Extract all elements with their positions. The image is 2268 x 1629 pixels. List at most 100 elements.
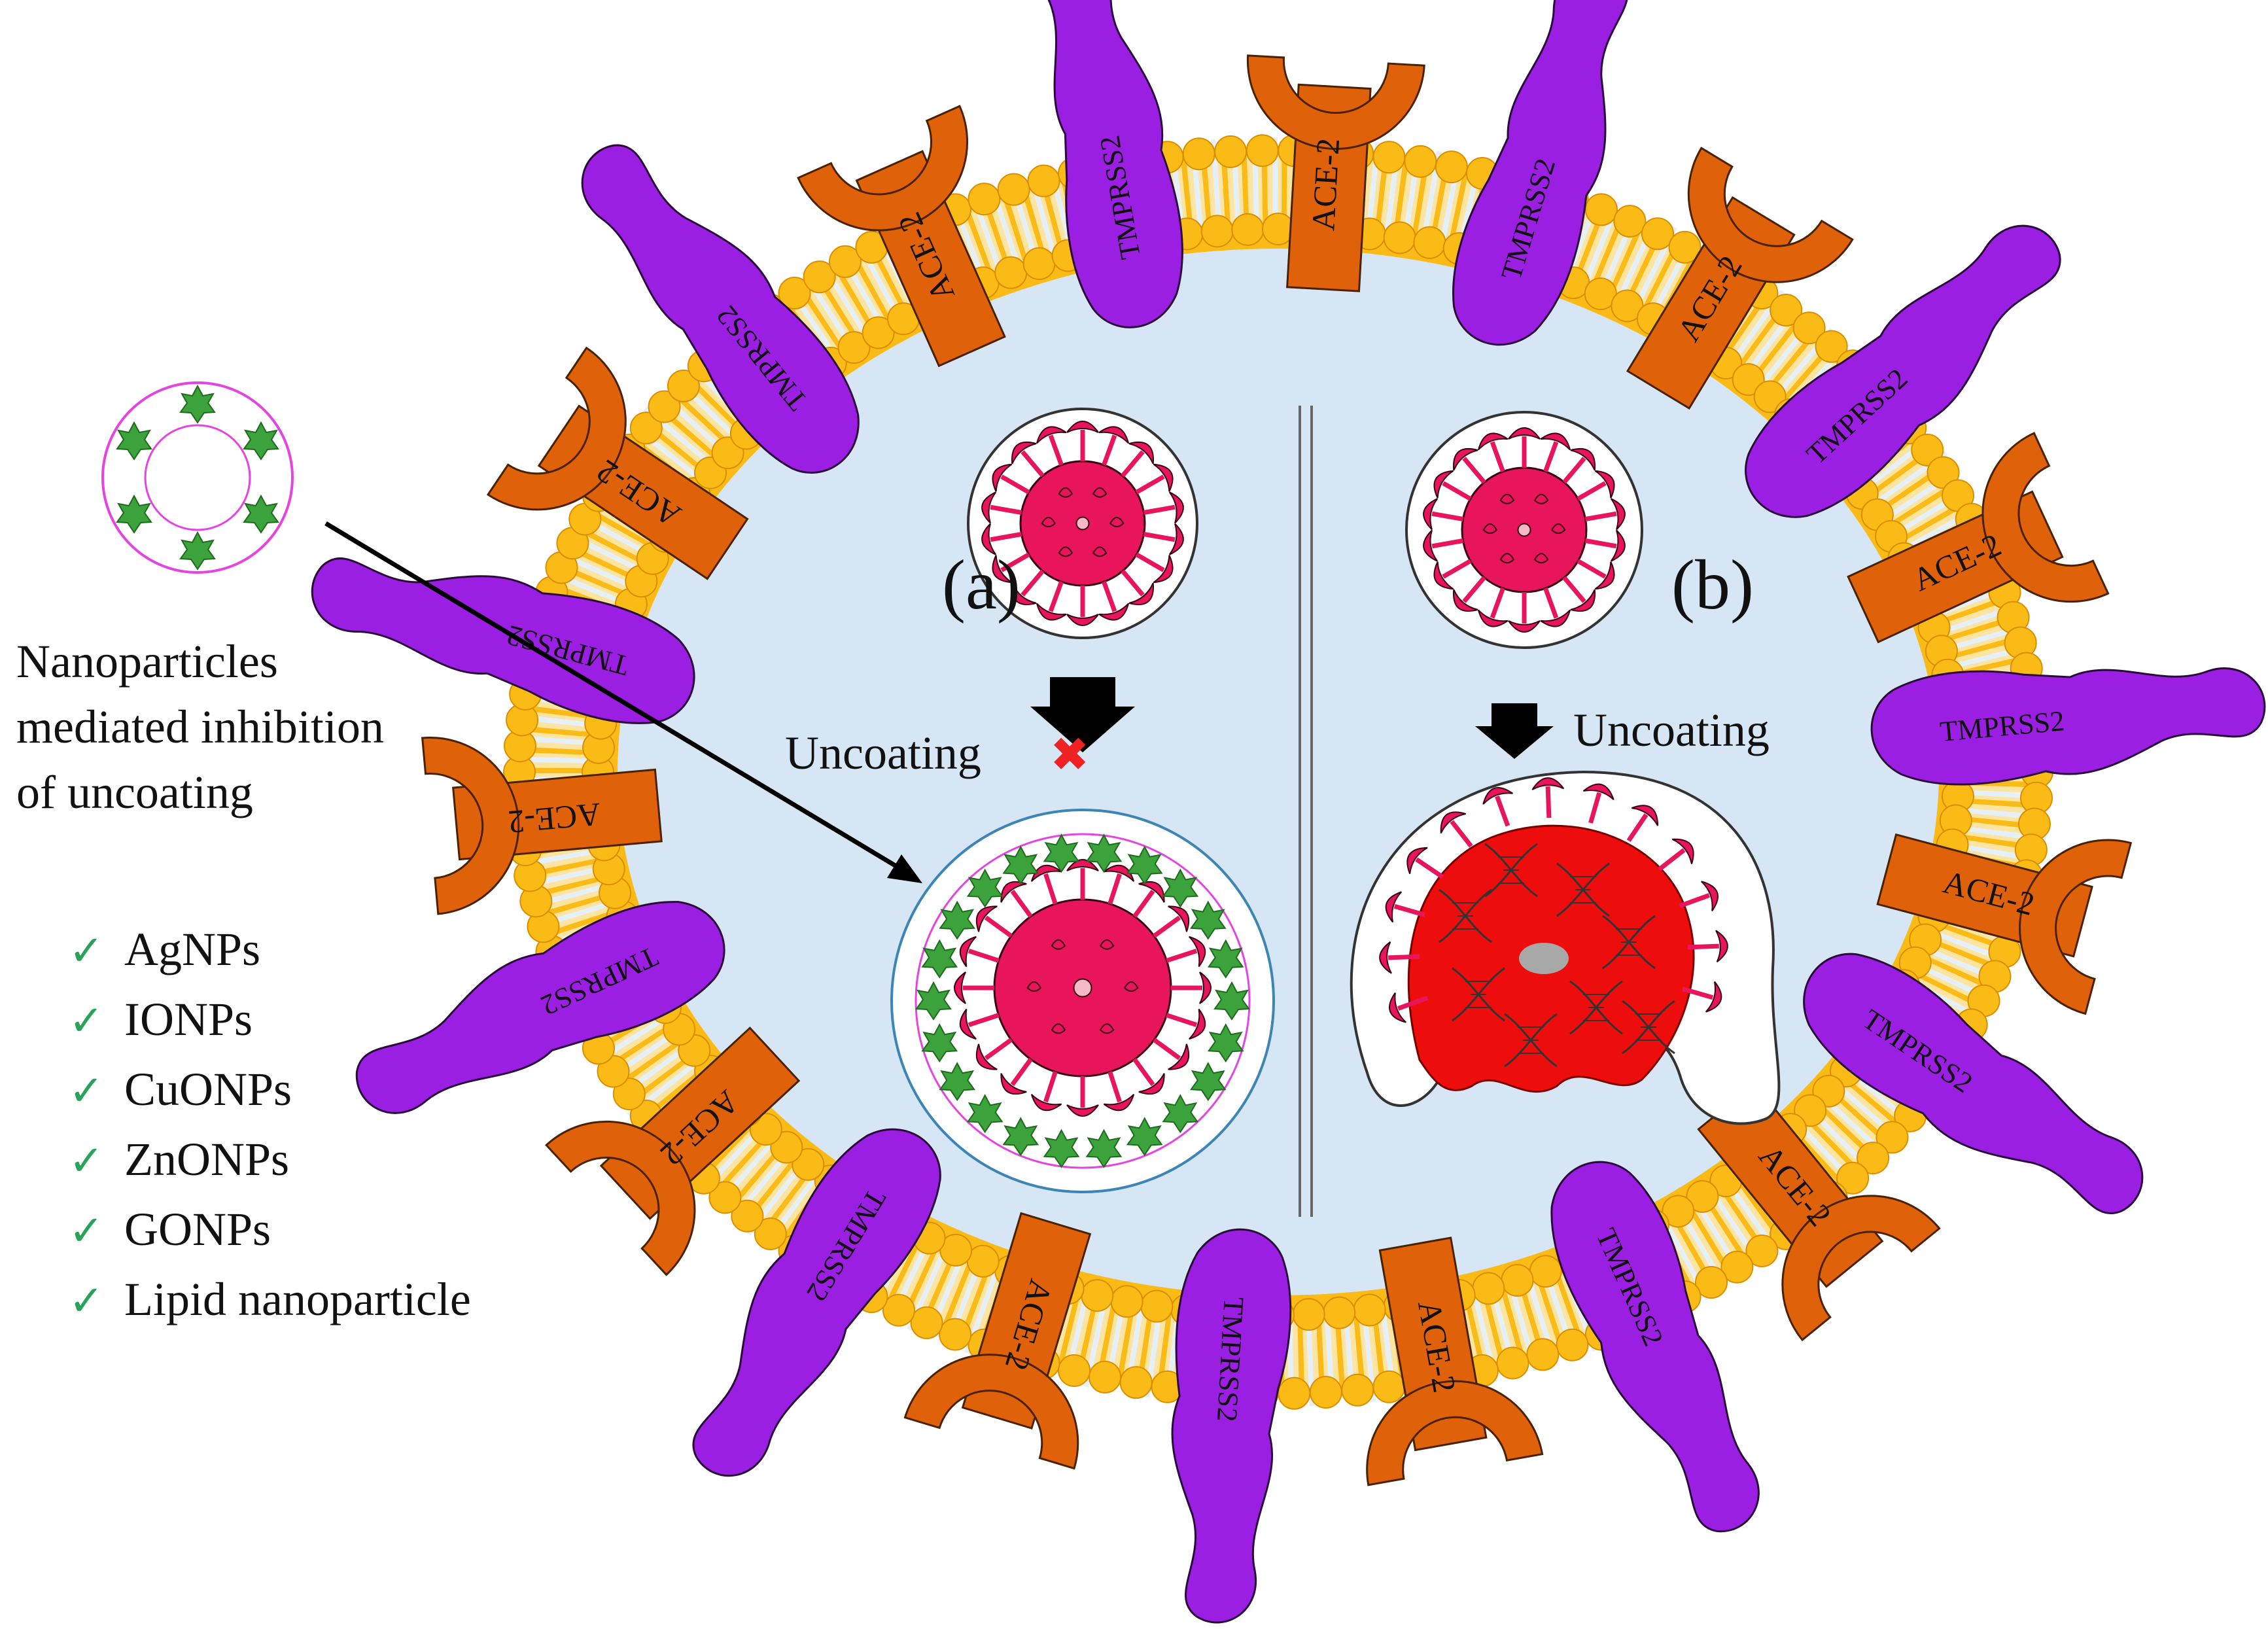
lipid-head [778, 277, 811, 310]
connector-arrow [324, 521, 922, 883]
lipid-head [731, 1199, 764, 1233]
lipid-head [1526, 1338, 1560, 1371]
ace2-receptor-icon: ACE-2 [1327, 1227, 1544, 1486]
lipid-head [1372, 1370, 1406, 1403]
lipid-head [1341, 1373, 1374, 1407]
lipid-head [1686, 1180, 1719, 1213]
lipid-head [997, 173, 1030, 206]
arrow-down-icon [1475, 703, 1554, 759]
arrow-down-icon [1030, 677, 1135, 752]
lipid-head [1911, 433, 1944, 466]
virus-surface-mark [1092, 546, 1108, 557]
lipid-head [1246, 134, 1279, 167]
lipid-head [1556, 1328, 1589, 1361]
check-icon: ✓ [69, 1138, 104, 1184]
nanoparticle-list-item: AgNPs [124, 923, 260, 975]
lipid-head [862, 316, 895, 349]
lipid-head [1214, 135, 1247, 168]
check-icon: ✓ [69, 928, 104, 974]
virus-surface-mark [1099, 1023, 1115, 1034]
nanoparticle-list-item: Lipid nanoparticle [124, 1273, 471, 1325]
tmprss2-protease-icon: TMPRSS2 [1721, 194, 2089, 547]
ace2-receptor-icon: ACE-2 [904, 1197, 1142, 1470]
lipid-head [1435, 150, 1468, 184]
lipid-head [1770, 294, 1803, 327]
virus-icon [954, 860, 1211, 1116]
lipid-head [708, 1181, 742, 1214]
lipid-head [1058, 1354, 1091, 1388]
lipid-head [1668, 230, 1701, 264]
lipid-head [612, 1077, 646, 1111]
nanoparticle-list-item: GONPs [124, 1203, 271, 1255]
virus-surface-mark [1533, 493, 1549, 504]
lipid-head [1413, 226, 1446, 259]
panel-label-a: (a) [942, 546, 1021, 624]
tmprss2-label: TMPRSS2 [1211, 1296, 1250, 1422]
virus-surface-mark [1026, 981, 1041, 992]
lipid-head [1501, 1264, 1534, 1297]
lipid-head [648, 390, 681, 423]
nanoparticle-list: ✓AgNPs✓IONPs✓CuONPs✓ZnONPs✓GONPs✓Lipid n… [69, 923, 471, 1325]
lipid-head [910, 1306, 943, 1339]
lipid-head [1641, 217, 1674, 251]
nanoparticle-list-item: ZnONPs [124, 1133, 289, 1185]
panel-b: (b) Uncoating [1350, 411, 1781, 1125]
lipid-head [1927, 456, 1960, 489]
lipid-head [1472, 1272, 1505, 1305]
caption: Nanoparticles mediated inhibition of unc… [16, 635, 384, 818]
virus-surface-mark [1482, 523, 1497, 534]
virus-surface-mark [1499, 553, 1515, 564]
ace2-label: ACE-2 [506, 796, 602, 841]
lipid-head [1875, 1121, 1909, 1154]
lipid-head [1745, 1234, 1779, 1267]
uncoating-label-b: Uncoating [1573, 704, 1770, 756]
virus-center [1517, 523, 1531, 537]
tmprss2-protease-icon: TMPRSS2 [661, 1104, 964, 1502]
cross-icon: ✖ [1050, 729, 1089, 781]
check-icon: ✓ [69, 1208, 104, 1254]
tmprss2-protease-icon: TMPRSS2 [1159, 1225, 1297, 1627]
lipid-head [1613, 205, 1647, 238]
lipid-head [1027, 164, 1060, 198]
lipid-head [1110, 1285, 1143, 1318]
lipid-head [1695, 1266, 1728, 1299]
check-icon: ✓ [69, 1278, 104, 1324]
lipid-head [1292, 1298, 1325, 1331]
lipid-head [1081, 1279, 1114, 1312]
lipid-head [1792, 311, 1826, 345]
lipid-head [754, 1217, 787, 1250]
lipid-head [1353, 1293, 1386, 1327]
virus-surface-mark [1533, 553, 1549, 564]
lipid-head [1404, 145, 1437, 178]
ace2-receptor-icon: ACE-2 [421, 716, 667, 915]
lipid-head [1022, 247, 1056, 280]
panel-label-b: (b) [1671, 546, 1754, 624]
caption-line-3: of uncoating [16, 766, 253, 818]
lipid-head [1089, 1360, 1122, 1393]
lipid-head [792, 1147, 825, 1181]
lipid-head [1200, 215, 1234, 248]
panel-a: (a) Uncoating ✖ [785, 408, 1275, 1193]
virus-surface-mark [1051, 1023, 1066, 1034]
caption-line-1: Nanoparticles [16, 635, 278, 688]
lipid-head [1857, 1142, 1890, 1175]
lipid-head [1182, 137, 1215, 171]
lipid-head [1119, 1366, 1153, 1399]
lipid-head [1383, 221, 1416, 254]
ace2-receptor-icon: ACE-2 [1234, 54, 1425, 296]
check-icon: ✓ [69, 998, 104, 1044]
lipid-head [828, 245, 862, 278]
virus-icon [979, 421, 1186, 625]
lipid-head [1720, 1250, 1754, 1284]
nanoparticle-list-item: CuONPs [124, 1063, 292, 1115]
lipid-head [1732, 363, 1765, 396]
lipid-head [667, 369, 700, 402]
lipid-head [1584, 193, 1618, 226]
tmprss2-protease-icon: TMPRSS2 [550, 118, 888, 497]
nanoparticle-icon [101, 381, 294, 574]
virus-surface-mark [1109, 517, 1125, 527]
lipid-head [1140, 1289, 1174, 1323]
ace2-receptor-icon: ACE-2 [1863, 782, 2132, 1015]
